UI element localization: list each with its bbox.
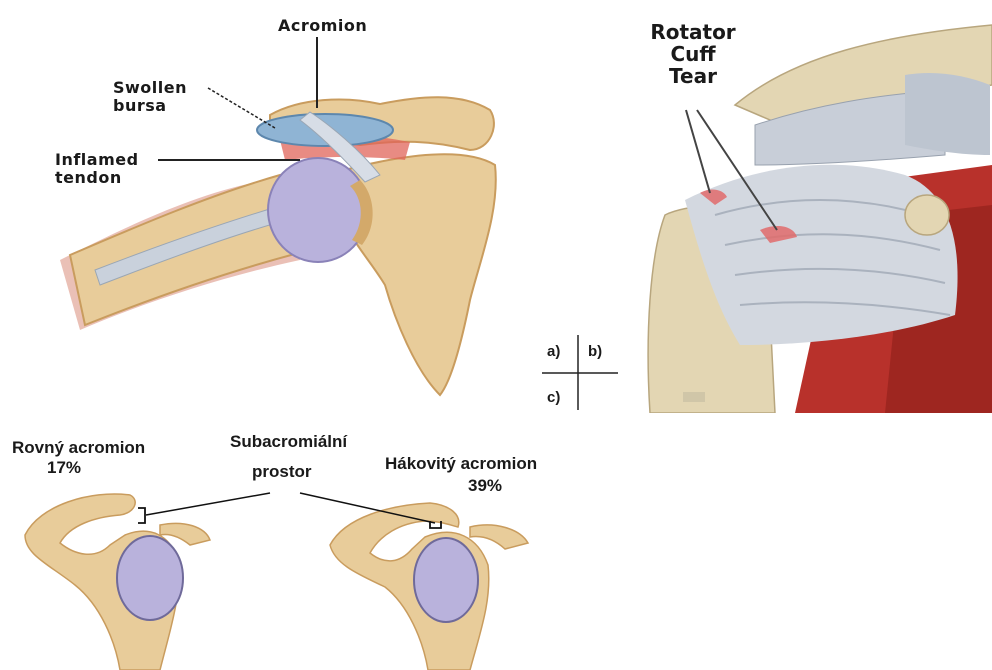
- legend-label-b: b): [588, 342, 602, 362]
- subacromial-space-label-line2: prostor: [252, 462, 312, 482]
- panel-a-shoulder-illustration: [0, 0, 560, 410]
- legend-label-a: a): [547, 342, 560, 362]
- cuff-label: Cuff: [638, 44, 748, 65]
- inflamed-tendon-label-line1: Inflamed: [55, 152, 139, 168]
- tear-label: Tear: [638, 66, 748, 87]
- legend-label-c: c): [547, 388, 560, 408]
- shoulder-bursitis-image: [0, 0, 560, 410]
- hooked-acromion-label: Hákovitý acromion: [385, 454, 537, 474]
- flat-acromion-label: Rovný acromion: [12, 438, 145, 458]
- rotator-label: Rotator: [638, 22, 748, 43]
- subacromial-space-label-line1: Subacromiální: [230, 432, 347, 452]
- swollen-bursa-label-line2: bursa: [113, 98, 167, 114]
- inflamed-tendon-label-line2: tendon: [55, 170, 122, 186]
- flat-acromion-percent: 17%: [47, 458, 81, 478]
- swollen-bursa-label-line1: Swollen: [113, 80, 187, 96]
- hooked-acromion-percent: 39%: [468, 476, 502, 496]
- acromion-label: Acromion: [278, 18, 367, 34]
